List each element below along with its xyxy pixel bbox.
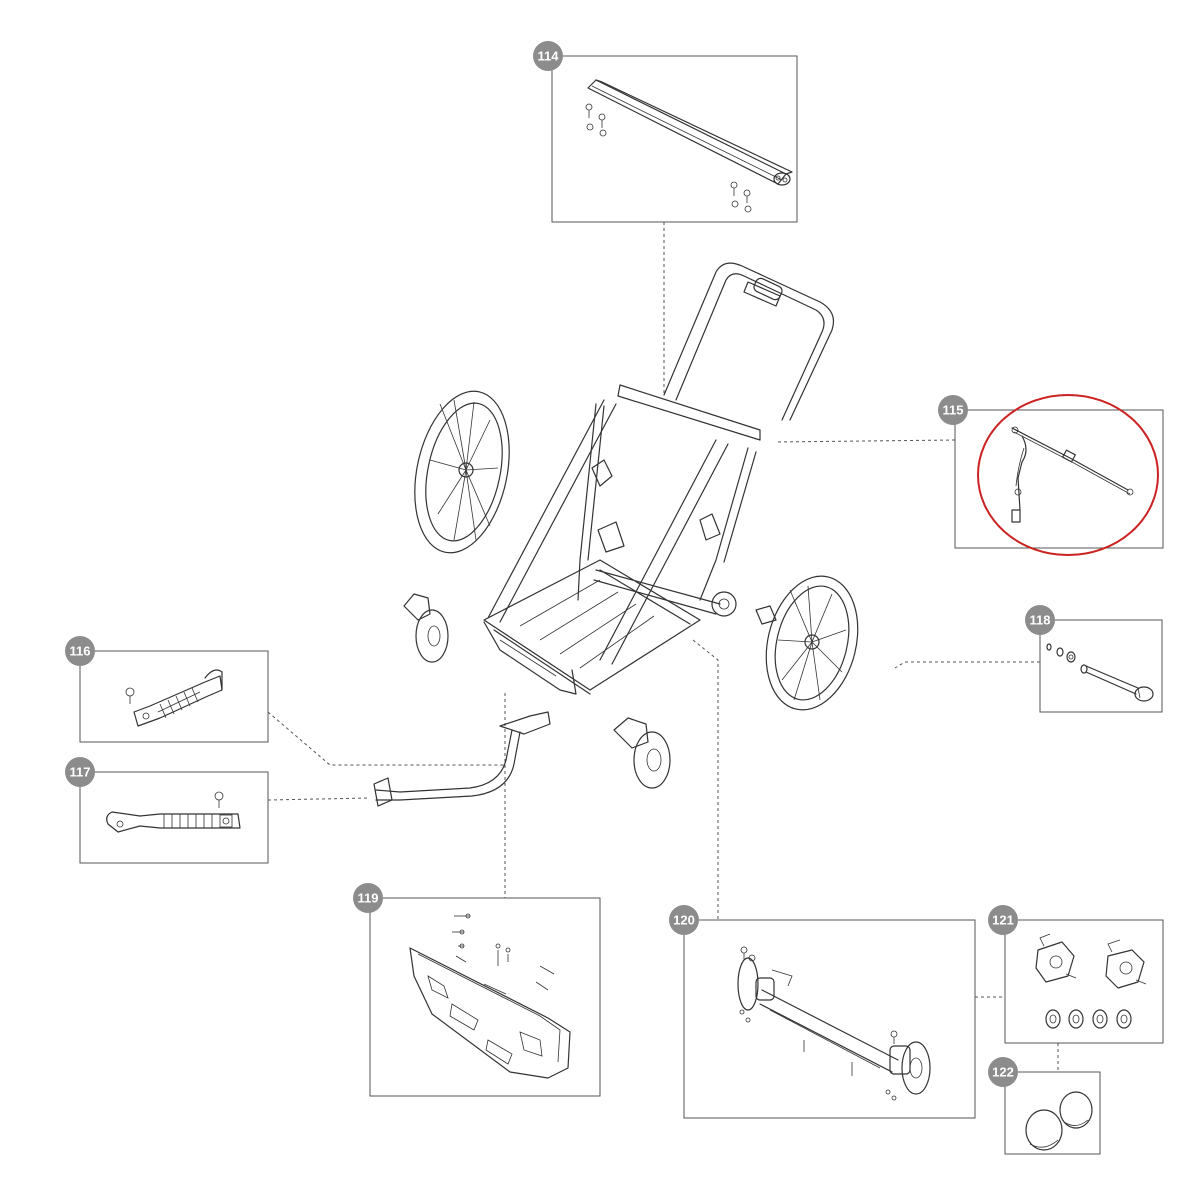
- top-bar-illustration: [585, 79, 793, 213]
- badge-circle: [353, 883, 383, 913]
- part-114-box[interactable]: [551, 55, 798, 223]
- axle-illustration: [1046, 643, 1154, 702]
- badge-circle: [65, 636, 95, 666]
- leader-lines: [267, 222, 1059, 1072]
- hubs-illustration: [1035, 933, 1147, 1029]
- badge-label: 115: [943, 403, 964, 418]
- part-116-box[interactable]: [79, 650, 269, 743]
- badge-label: 119: [358, 891, 379, 906]
- badge-label: 118: [1030, 613, 1051, 628]
- highlight-ellipse: [977, 394, 1159, 556]
- badge-label: 117: [70, 765, 91, 780]
- front-right-swivel-wheel-illustration: [613, 717, 671, 789]
- badge-119[interactable]: 119: [353, 883, 383, 913]
- dust-caps-illustration: [1025, 1091, 1093, 1151]
- part-117-box[interactable]: [79, 771, 269, 864]
- badge-label: 114: [538, 49, 560, 64]
- part-122-box[interactable]: [1004, 1071, 1101, 1155]
- tow-arm-illustration: [373, 711, 551, 807]
- front-bumper-illustration: [409, 913, 571, 1079]
- part-119-box[interactable]: [369, 897, 601, 1097]
- badge-121[interactable]: 121: [988, 905, 1018, 935]
- badge-circle: [988, 905, 1018, 935]
- badge-label: 116: [70, 644, 91, 659]
- badge-circle: [988, 1057, 1018, 1087]
- badge-label: 121: [992, 913, 1014, 928]
- badge-label: 120: [673, 913, 695, 928]
- part-badges: 114 115 116 117 118 119 120 121 122: [65, 41, 1055, 1087]
- badge-114[interactable]: 114: [533, 41, 563, 71]
- right-rear-wheel-illustration: [755, 575, 859, 711]
- brake-cable-illustration: [1011, 426, 1134, 523]
- stroller-frame-illustration: [483, 262, 835, 695]
- left-rear-wheel-illustration: [414, 390, 510, 554]
- badge-circle: [938, 395, 968, 425]
- part-120-box[interactable]: [683, 919, 976, 1119]
- rear-axle-illustration: [737, 946, 931, 1101]
- badge-118[interactable]: 118: [1025, 605, 1055, 635]
- badge-116[interactable]: 116: [65, 636, 95, 666]
- hitch-illustration: [125, 669, 223, 727]
- badge-label: 122: [992, 1065, 1014, 1080]
- badge-115[interactable]: 115: [938, 395, 968, 425]
- badge-122[interactable]: 122: [988, 1057, 1018, 1087]
- badge-120[interactable]: 120: [669, 905, 699, 935]
- badge-circle: [65, 757, 95, 787]
- badge-circle: [533, 41, 563, 71]
- badge-circle: [669, 905, 699, 935]
- hitch-strap-illustration: [106, 791, 241, 833]
- front-left-swivel-wheel-illustration: [403, 593, 449, 663]
- badge-circle: [1025, 605, 1055, 635]
- badge-117[interactable]: 117: [65, 757, 95, 787]
- part-115-box[interactable]: [954, 394, 1164, 556]
- part-118-box[interactable]: [1039, 619, 1163, 713]
- part-121-box[interactable]: [1004, 919, 1164, 1044]
